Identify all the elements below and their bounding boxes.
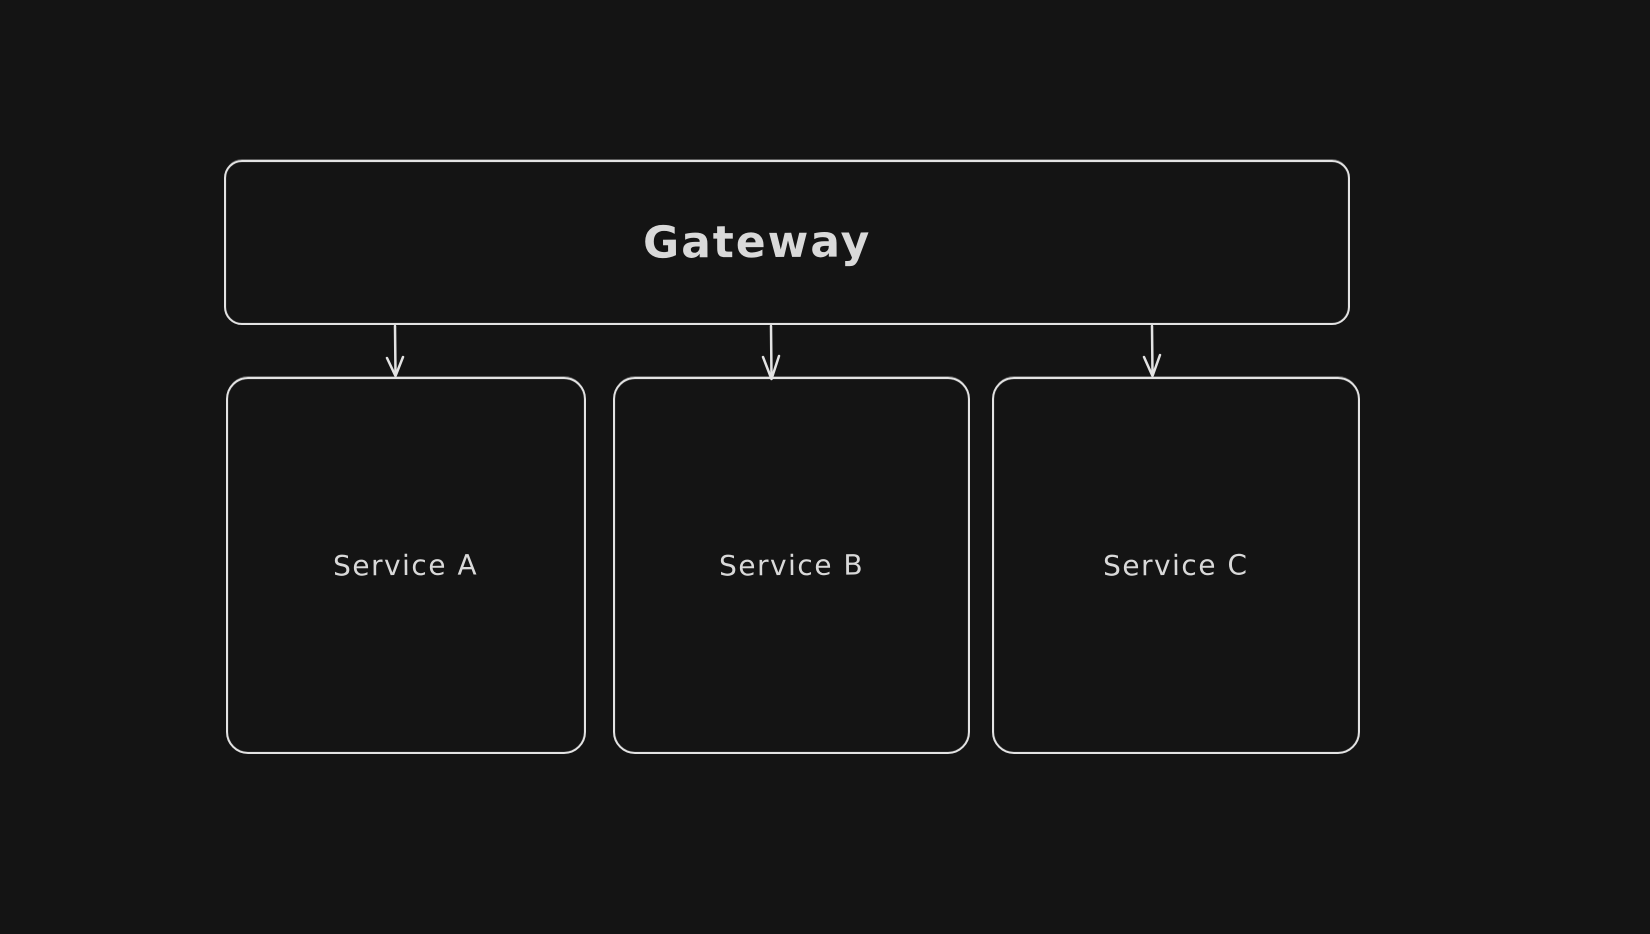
service-c-node[interactable]: Service C <box>992 377 1360 754</box>
arrow-gateway-to-service-a[interactable] <box>385 324 405 378</box>
service-c-label: Service C <box>1103 548 1249 583</box>
gateway-node[interactable]: Gateway <box>224 160 1350 325</box>
service-b-label: Service B <box>718 548 865 583</box>
arrow-gateway-to-service-b[interactable] <box>761 324 781 381</box>
service-a-label: Service A <box>333 548 479 583</box>
gateway-label: Gateway <box>642 216 872 269</box>
arrow-gateway-to-service-c[interactable] <box>1142 324 1162 378</box>
service-b-node[interactable]: Service B <box>613 377 970 754</box>
service-a-node[interactable]: Service A <box>226 377 586 754</box>
